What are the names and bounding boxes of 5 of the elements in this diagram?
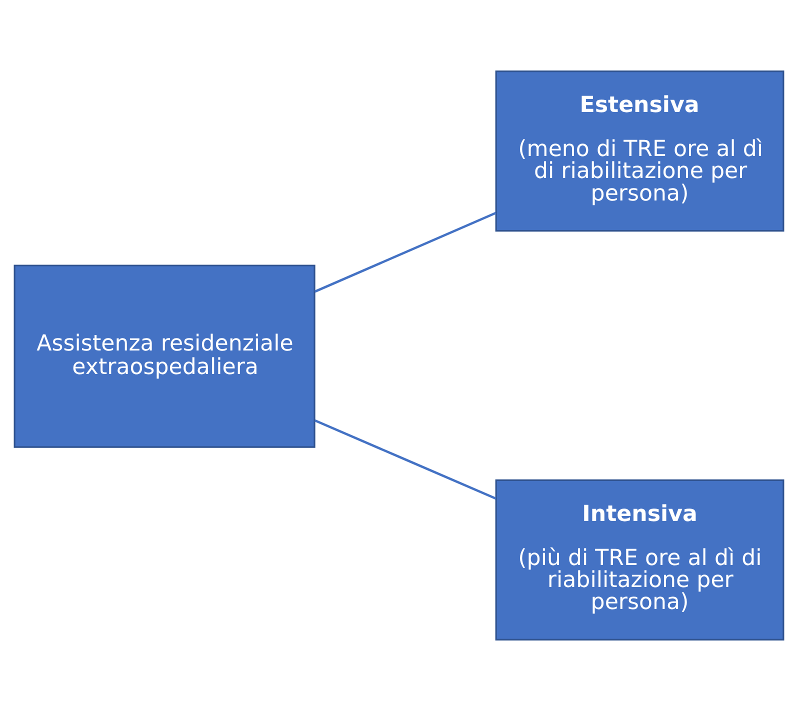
node-box: Intensiva (più di TRE ore al dì di riabilitazione per persona) [495,478,784,640]
node-box: Estensiva (meno di TRE ore al dì di riabilitazione per persona) [495,70,784,232]
node-box: Assistenza residenziale extraospedaliera [14,264,316,448]
connector [314,418,496,500]
connector [314,211,496,292]
